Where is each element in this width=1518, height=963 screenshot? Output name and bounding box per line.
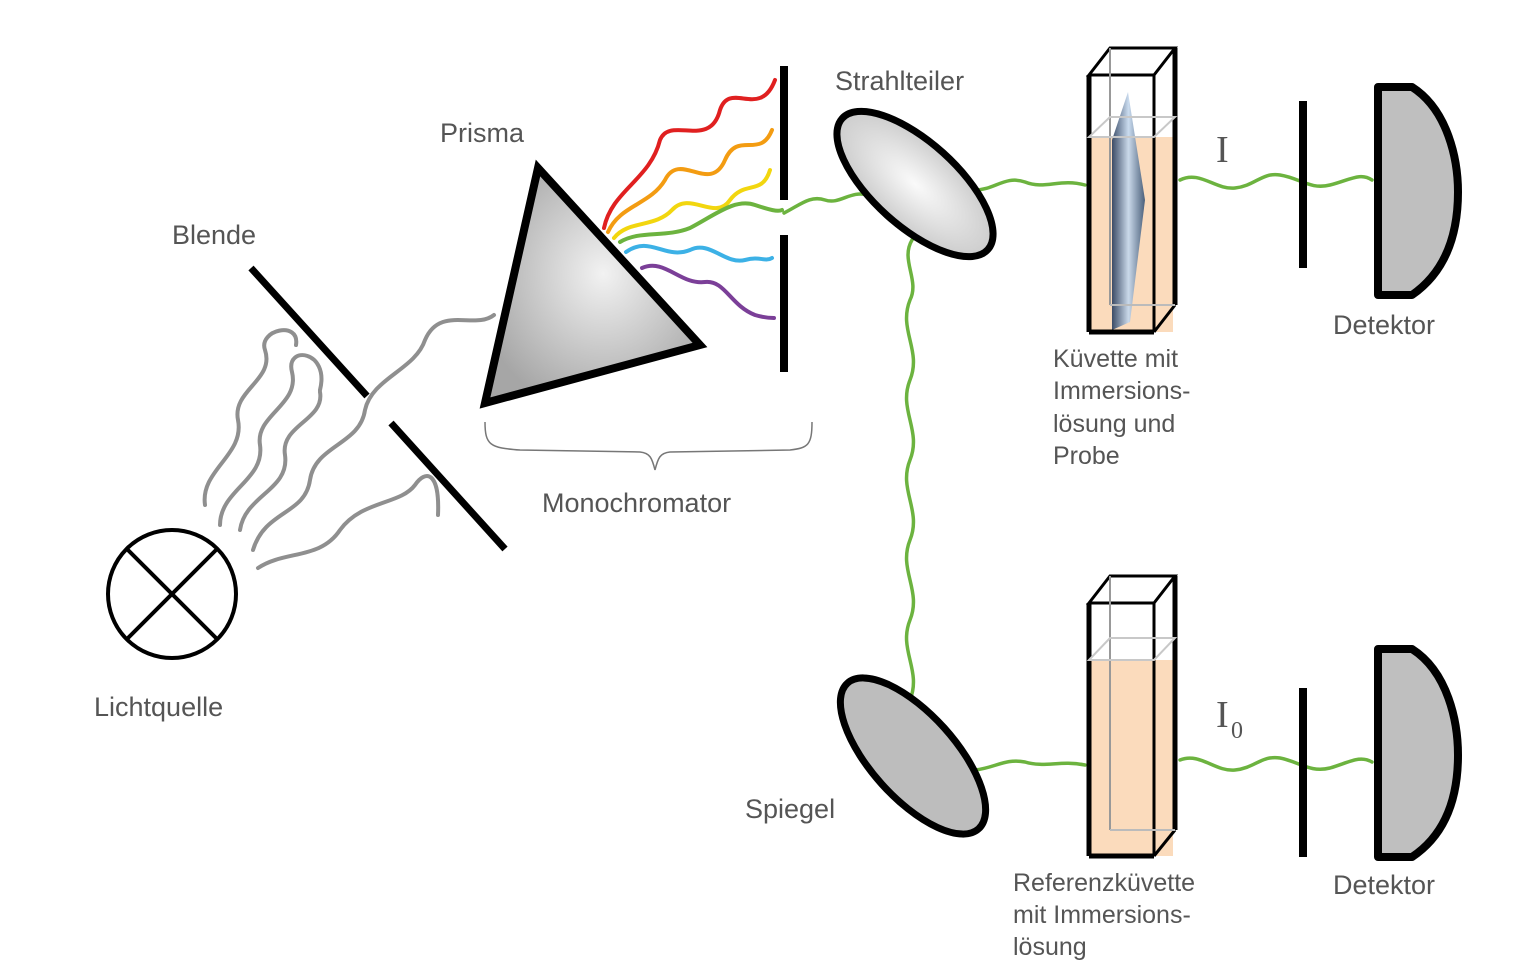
aperture-lower-blade xyxy=(388,420,508,552)
sample-cuvette xyxy=(1085,46,1179,335)
detector-bottom-label: Detektor xyxy=(1333,870,1435,900)
beam-down-to-mirror xyxy=(903,180,924,762)
beam-splitter-label: Strahlteiler xyxy=(835,66,964,96)
ray-orange xyxy=(606,128,774,234)
detector-top xyxy=(1374,83,1462,299)
mirror xyxy=(836,674,990,838)
aperture-label: Blende xyxy=(172,220,256,250)
intensity-symbol: I xyxy=(1216,129,1229,171)
monochromator-brace xyxy=(484,421,813,471)
sample-slab xyxy=(1112,92,1145,330)
ray-yellow xyxy=(612,168,772,240)
detector-bottom xyxy=(1374,645,1462,861)
ray-red xyxy=(602,78,777,230)
prism-label: Prisma xyxy=(440,118,525,148)
spectrum-rays xyxy=(602,78,784,320)
prism xyxy=(479,159,708,409)
ray-green xyxy=(618,201,784,244)
sample-cuvette-label: Küvette mit Immersions- lösung und Probe xyxy=(1053,345,1197,470)
monochromator-label: Monochromator xyxy=(542,488,731,518)
detector-top-label: Detektor xyxy=(1333,310,1435,340)
mirror-label: Spiegel xyxy=(745,794,835,824)
light-source-lamp xyxy=(106,528,238,660)
reference-cuvette xyxy=(1085,574,1179,859)
light-source-label: Lichtquelle xyxy=(94,692,223,722)
beam-after-reference xyxy=(1178,755,1374,772)
source-rays xyxy=(202,313,496,570)
reference-intensity-symbol: I 0 xyxy=(1216,694,1243,744)
ray-blue xyxy=(624,243,774,263)
beam-splitter xyxy=(833,107,997,261)
reference-cuvette-label: Referenzküvette mit Immersions- lösung xyxy=(1013,869,1202,961)
aperture-upper-blade xyxy=(248,265,370,399)
ray-purple xyxy=(640,263,776,320)
beam-after-sample xyxy=(1178,172,1374,190)
